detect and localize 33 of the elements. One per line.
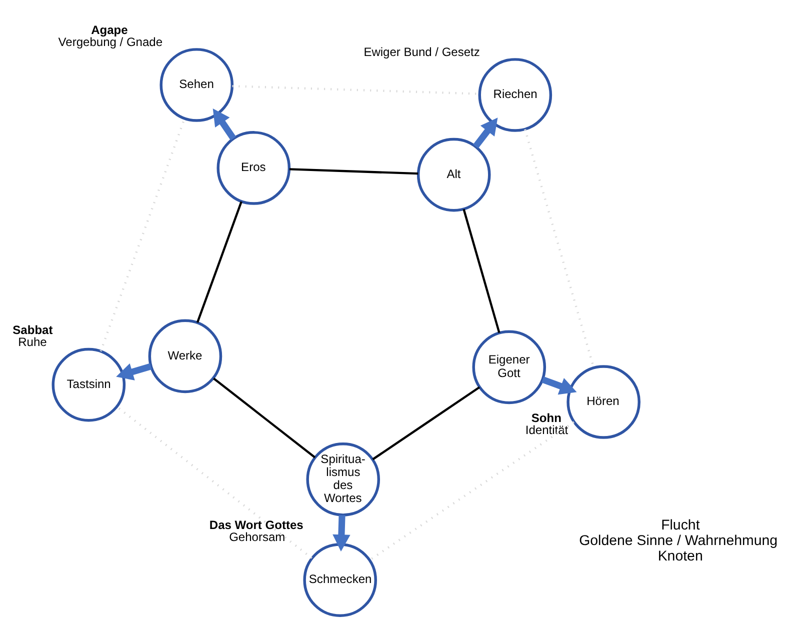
label: Flucht [661,517,700,534]
node-label: Ewiger Bund / Gesetz [364,44,480,58]
arrow [116,362,152,380]
node-circle: Sehen [160,48,234,122]
connector [462,208,500,333]
node-circle: Schmecken [303,542,377,616]
node-circle: Alt [416,137,491,212]
node-label: Sabbat [12,322,53,336]
node-circle: Spiritua-lismus des Wortes [306,442,380,516]
connector [116,405,312,558]
node-label: Gehorsam [229,530,286,544]
connector [289,168,418,174]
node-circle: Eigener Gott [472,330,546,404]
node-label: Identität [525,422,568,437]
node-circle: Hören [566,364,640,438]
arrow [332,514,350,551]
connector [196,200,242,322]
label: Goldene Sinne / Wahrnehmung [579,532,778,548]
node-label: Sohn [531,410,562,425]
node-circle: Tastsinn [52,347,126,422]
node-circle: Eros [216,130,291,204]
node-circle: Werke [148,318,222,393]
node-circle: Riechen [478,58,552,132]
node-label: Das Wort Gottes [209,518,304,532]
arrow [212,108,236,140]
node-label: Agape [91,22,128,36]
connector [369,420,574,560]
arrow [473,117,498,148]
arrow [542,376,577,394]
connector [372,386,480,460]
label: Knoten [658,548,703,564]
connector [213,377,316,458]
node-label: Ruhe [18,334,47,348]
